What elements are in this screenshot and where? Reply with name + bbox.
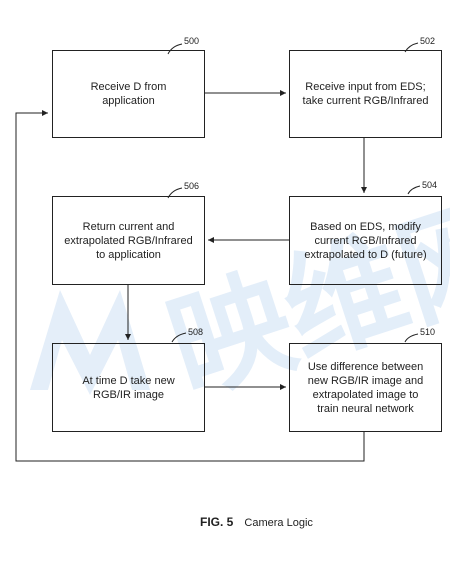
leader-504 bbox=[407, 185, 421, 195]
ref-500: 500 bbox=[184, 36, 200, 46]
leader-500 bbox=[167, 43, 183, 55]
step-500-box: Receive D from application bbox=[52, 50, 205, 138]
leader-510 bbox=[404, 333, 419, 343]
step-502-box: Receive input from EDS; take current RGB… bbox=[289, 50, 442, 138]
ref-504: 504 bbox=[422, 180, 438, 190]
leader-508 bbox=[171, 332, 187, 343]
step-510-box: Use difference between new RGB/IR image … bbox=[289, 343, 442, 432]
figure-caption: FIG. 5 Camera Logic bbox=[200, 515, 313, 529]
step-504-box: Based on EDS, modify current RGB/Infrare… bbox=[289, 196, 442, 285]
ref-506: 506 bbox=[184, 181, 200, 191]
ref-502: 502 bbox=[420, 36, 436, 46]
ref-510: 510 bbox=[420, 327, 436, 337]
figure-title: Camera Logic bbox=[244, 517, 313, 529]
figure-number: FIG. 5 bbox=[200, 515, 234, 529]
ref-508: 508 bbox=[188, 327, 204, 337]
step-508-box: At time D take new RGB/IR image bbox=[52, 343, 205, 432]
arrow-510-loop-to-500 bbox=[15, 110, 365, 462]
step-506-box: Return current and extrapolated RGB/Infr… bbox=[52, 196, 205, 285]
